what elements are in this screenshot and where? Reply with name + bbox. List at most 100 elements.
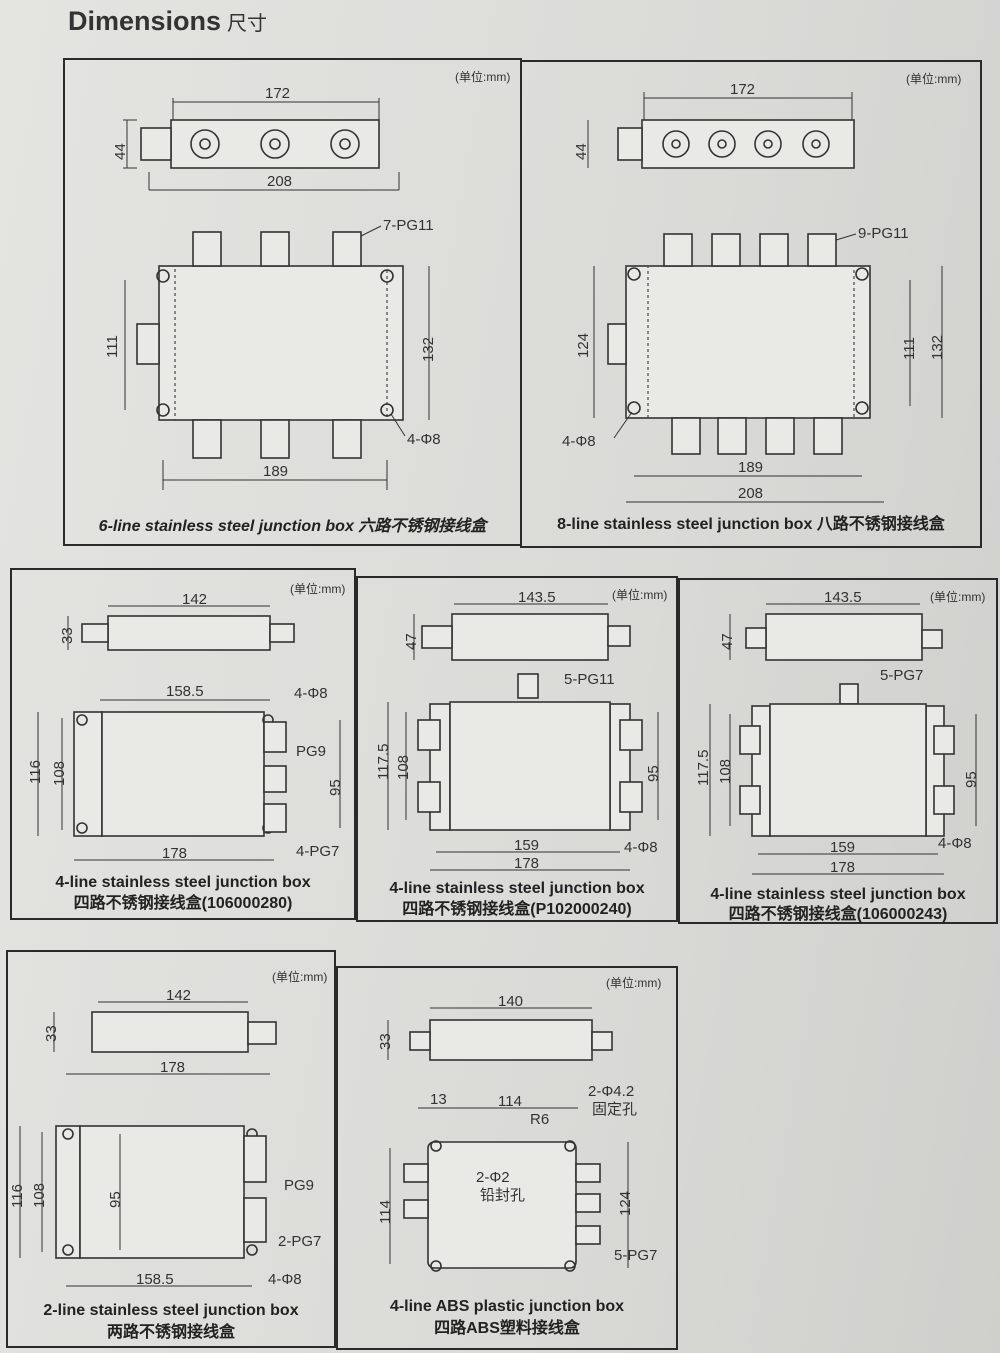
- abs-plastic-drawing: 140 33 13 114 2-Φ4.2 固定孔 R6 2-Φ2 铅封孔 114…: [377, 993, 657, 1272]
- dim-span: 114: [498, 1093, 522, 1110]
- dim-bottom: 178: [830, 859, 855, 876]
- side-view-box: [451, 613, 609, 661]
- dim-holes: 4-Φ8: [407, 431, 441, 448]
- top-glands: [136, 231, 362, 459]
- top-view-box: [769, 703, 927, 837]
- dim-gland: 5-PG11: [564, 671, 615, 688]
- caption: 8-line stainless steel junction box 八路不锈…: [557, 516, 945, 533]
- dim-height: 33: [377, 1033, 394, 1050]
- dim-top-length: 142: [182, 591, 207, 608]
- panel-two-line: (单位:mm) 142 33 178 PG9 2-PG7 116 108 95: [6, 950, 336, 1348]
- side-glands: [739, 725, 955, 815]
- side-glands: [263, 721, 287, 833]
- unit-label: (单位:mm): [606, 976, 662, 990]
- top-view-box: [79, 1125, 245, 1259]
- four-line-243-drawing: 143.5 47 5-PG7 117.5 108 95 159 4-Φ8 178: [695, 589, 980, 876]
- dim-hole-span: 189: [263, 463, 288, 480]
- top-view-box: [625, 265, 871, 419]
- dim-height: 47: [719, 633, 736, 650]
- dim-span-h: 95: [327, 779, 344, 796]
- caption-en: 4-line stainless steel junction box: [389, 880, 645, 897]
- dim-top-length: 142: [166, 987, 191, 1004]
- dim-outer-h: 132: [929, 335, 946, 360]
- side-view-box: [429, 1019, 593, 1061]
- dim-gland: 5-PG7: [614, 1247, 657, 1264]
- dim-holes: 4-Φ8: [938, 835, 972, 852]
- top-glands: [607, 233, 843, 455]
- dim-holes: 4-Φ8: [268, 1271, 302, 1288]
- dim-span-h: 95: [645, 765, 662, 782]
- two-line-drawing: 142 33 178 PG9 2-PG7 116 108 95 158.5 4: [9, 987, 321, 1288]
- dim-outer-h: 116: [27, 760, 44, 784]
- dim-height: 44: [112, 143, 129, 160]
- dim-bottom: 178: [160, 1059, 185, 1076]
- top-view-box: [101, 711, 265, 837]
- dim-fix-label: 固定孔: [592, 1101, 637, 1118]
- panel-four-line-240: (单位:mm) 143.5 47 5-PG11 117.5 108 95 159: [356, 576, 678, 922]
- caption-zh: 四路不锈钢接线盒(106000280): [73, 895, 293, 912]
- side-glands: [403, 1163, 601, 1245]
- side-view-box: [641, 119, 855, 169]
- caption-en: 4-line stainless steel junction box: [55, 874, 311, 891]
- four-line-240-drawing: 143.5 47 5-PG11 117.5 108 95 159 4-Φ8 17…: [375, 589, 662, 872]
- dim-total-length: 208: [267, 173, 292, 190]
- dim-gland-a: PG9: [284, 1177, 314, 1194]
- dim-height: 47: [403, 633, 420, 650]
- dim-right-h: 124: [617, 1191, 634, 1216]
- dim-inner-h: 108: [31, 1183, 48, 1208]
- dim-inner-h: 108: [51, 761, 68, 786]
- unit-label: (单位:mm): [290, 582, 346, 596]
- dim-top-length: 172: [730, 81, 755, 98]
- dim-top-length: 143.5: [824, 589, 862, 606]
- dim-gland-b: 2-PG7: [278, 1233, 321, 1250]
- dim-outer-h: 132: [420, 337, 437, 362]
- dim-left-h: 114: [377, 1200, 394, 1224]
- top-view-box: [158, 265, 404, 421]
- dim-holes: 4-Φ8: [294, 685, 328, 702]
- dim-height: 33: [59, 627, 76, 644]
- dim-gland-b: 4-PG7: [296, 843, 339, 860]
- dim-top-length: 143.5: [518, 589, 556, 606]
- top-view-box: [449, 701, 611, 831]
- dim-width: 158.5: [136, 1271, 174, 1288]
- dim-outer-h: 116: [9, 1184, 26, 1208]
- dim-outer-h: 117.5: [375, 744, 392, 780]
- dim-offset: 13: [430, 1091, 447, 1108]
- dim-span-h: 95: [107, 1191, 124, 1208]
- caption: 6-line stainless steel junction box 六路不锈…: [98, 518, 487, 535]
- eight-line-drawing: 172 44 9-PG11 124: [562, 81, 946, 503]
- dim-width: 158.5: [166, 683, 204, 700]
- dim-hole-span: 189: [738, 459, 763, 476]
- panel-eight-line: (单位:mm) 172 44: [520, 60, 982, 548]
- dim-bottom: 178: [162, 845, 187, 862]
- caption-en: 4-line ABS plastic junction box: [389, 1298, 625, 1315]
- dim-seal-holes: 2-Φ2: [476, 1169, 510, 1186]
- caption-zh: 四路不锈钢接线盒(P102000240): [402, 901, 632, 918]
- side-view-box: [170, 119, 380, 169]
- dim-span-h: 95: [963, 771, 980, 788]
- caption-zh: 四路ABS塑料接线盒: [434, 1320, 580, 1337]
- dim-height: 44: [573, 143, 590, 160]
- dim-top-length: 172: [265, 85, 290, 102]
- dim-fix-holes: 2-Φ4.2: [588, 1083, 634, 1100]
- caption-en: 2-line stainless steel junction box: [43, 1302, 299, 1319]
- unit-label: (单位:mm): [906, 72, 962, 86]
- dim-outer-h: 117.5: [695, 750, 712, 786]
- unit-label: (单位:mm): [930, 590, 986, 604]
- dim-gland-a: PG9: [296, 743, 326, 760]
- side-view-box: [765, 613, 923, 661]
- side-glands: [243, 1135, 267, 1243]
- side-view-box: [91, 1011, 249, 1053]
- four-line-280-drawing: 142 33 158.5 4-Φ8 PG9 4-PG7 116 108 95: [27, 591, 344, 862]
- side-gland: [140, 127, 172, 161]
- dim-inner-w: 159: [830, 839, 855, 856]
- dim-bottom: 178: [514, 855, 539, 872]
- dim-inner-h: 108: [717, 759, 734, 784]
- dim-height: 33: [43, 1025, 60, 1042]
- dim-gland: 5-PG7: [880, 667, 923, 684]
- top-view-box: [427, 1141, 577, 1269]
- side-gland: [617, 127, 643, 161]
- dim-seal-label: 铅封孔: [480, 1187, 525, 1204]
- dim-inner-h: 111: [901, 337, 918, 360]
